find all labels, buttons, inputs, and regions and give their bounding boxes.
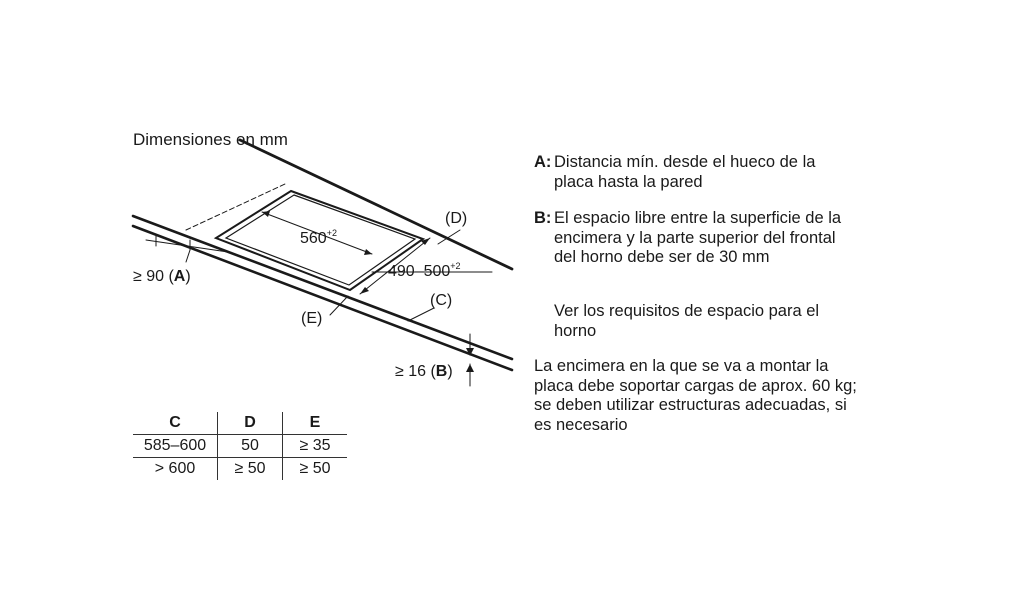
width-dimension-line: [261, 211, 373, 255]
countertop-front-edge-top: [131, 214, 514, 361]
e-leader: [329, 295, 349, 316]
d-label: (D): [445, 210, 468, 227]
depth-arrow-bottom: [360, 287, 369, 294]
d-leader: [437, 229, 461, 245]
c-leader: [407, 307, 435, 322]
b-label: ≥ 16 (B): [395, 363, 453, 380]
table-header: E: [282, 412, 347, 435]
dimensions-table: C D E 585–600 50 ≥ 35 > 600 ≥ 50 ≥ 50: [133, 412, 347, 480]
cutout-opening-inner: [224, 194, 417, 286]
table-cell: ≥ 50: [282, 457, 347, 480]
table-header-row: C D E: [133, 412, 347, 435]
width-arrow-right: [364, 249, 372, 255]
table-header: C: [169, 414, 181, 431]
a-dimension-line: [145, 239, 229, 253]
b-arrow-down: [466, 348, 474, 356]
table-cell: 50: [217, 434, 283, 458]
opening-depth-label: 490–500+2: [388, 261, 461, 280]
depth-arrow-top: [421, 238, 430, 245]
table-cell: 585–600: [133, 434, 218, 458]
legend-load-note: La encimera en la que se va a montar la …: [534, 357, 857, 434]
cutout-opening-outer: [213, 189, 426, 292]
legend-b: B:El espacio libre entre la superficie d…: [534, 209, 842, 266]
table-cell: ≥ 50: [217, 457, 283, 480]
countertop-front-edge-bottom: [131, 224, 514, 372]
e-label: (E): [301, 310, 323, 327]
table-header: D: [217, 412, 283, 435]
depth-dimension-line: [359, 237, 431, 295]
table-row: 585–600 50 ≥ 35: [133, 434, 347, 458]
table-cell: ≥ 35: [282, 434, 347, 458]
a-label: ≥ 90 (A): [133, 268, 191, 285]
dashed-guide-line: [185, 183, 286, 231]
legend-oven-note: Ver los requisitos de espacio para el ho…: [554, 302, 820, 340]
table-row: > 600 ≥ 50 ≥ 50: [133, 457, 347, 480]
table-cell: > 600: [133, 457, 218, 480]
b-arrow-up: [466, 364, 474, 372]
a-leader: [185, 249, 191, 263]
opening-width-label: 560+2: [300, 228, 337, 247]
width-arrow-left: [262, 211, 270, 217]
c-label: (C): [430, 292, 453, 309]
legend-a: A:Distancia mín. desde el hueco de la pl…: [534, 153, 816, 191]
wall-edge: [238, 138, 514, 271]
